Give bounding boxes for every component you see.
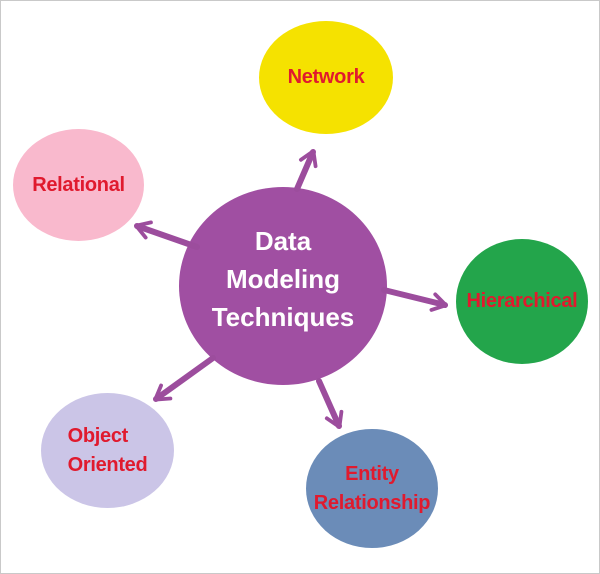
label-line: Network [287, 66, 365, 88]
node-label: Entity Relationship [313, 460, 431, 518]
node-network: Network [259, 21, 393, 134]
label-line: Hierarchical [466, 290, 578, 312]
node-label: Relational [32, 171, 125, 200]
label-line: Relationship [313, 491, 431, 514]
label-line: Modeling [225, 264, 341, 294]
node-label: Object Oriented [68, 422, 148, 480]
label-line: Relational [32, 173, 125, 196]
label-line: Object [67, 424, 129, 447]
node-hierarchical: Hierarchical [456, 239, 588, 364]
label-line: Data [254, 226, 312, 256]
arrow-center-to-entity-relationship [316, 378, 344, 429]
node-entity-relationship: Entity Relationship [306, 429, 438, 548]
center-node-label: Data Modeling Techniques [212, 222, 355, 350]
label-line: Entity [345, 462, 399, 485]
label-line: Techniques [211, 302, 355, 332]
node-object-oriented: Object Oriented [41, 393, 174, 508]
node-center-data-modeling-techniques: Data Modeling Techniques [179, 187, 387, 385]
node-label: Network [288, 63, 365, 92]
node-label: Hierarchical [467, 287, 578, 316]
label-line: Oriented [67, 453, 148, 476]
node-relational: Relational [13, 129, 144, 241]
arrow-center-to-hierarchical [381, 287, 448, 312]
arrow-center-to-object-oriented [153, 355, 216, 402]
arrow-center-to-network [294, 149, 318, 192]
